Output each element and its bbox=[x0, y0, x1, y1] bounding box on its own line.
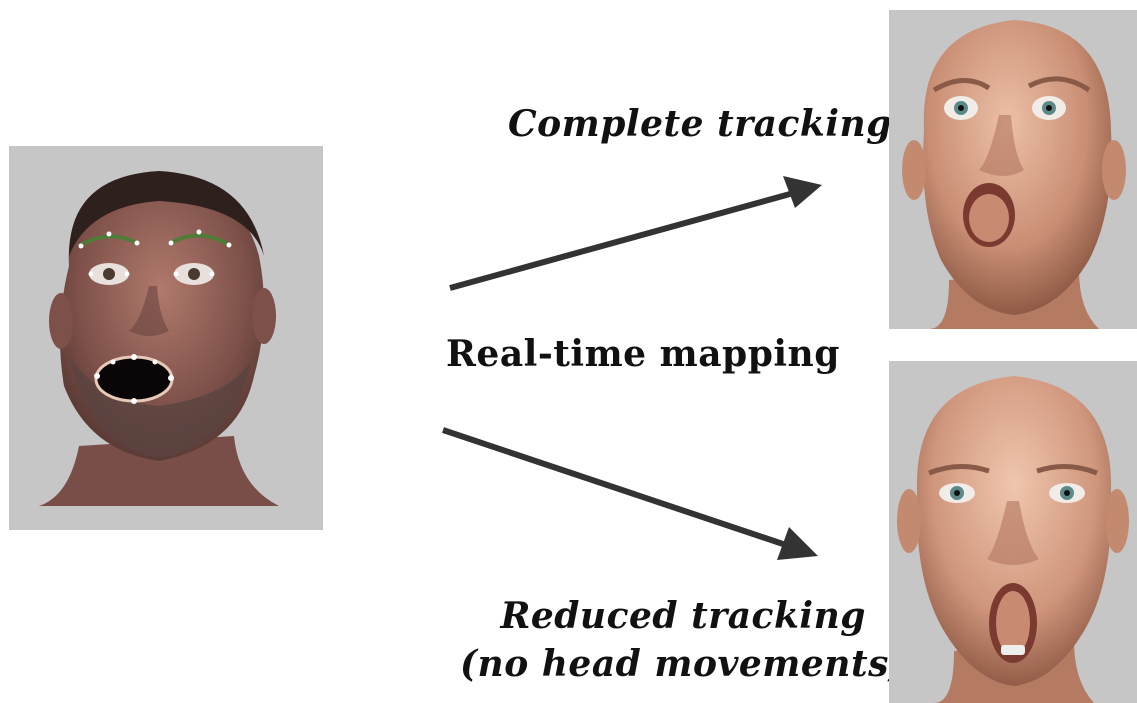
tracked-face-image bbox=[39, 171, 279, 506]
avatar-head-tilted bbox=[902, 20, 1126, 329]
reduced-tracking-line1: Reduced tracking bbox=[500, 595, 866, 637]
arrow-to-reduced bbox=[442, 427, 818, 560]
avatar-head-frontal bbox=[897, 376, 1129, 703]
complete-tracking-label: Complete tracking bbox=[508, 103, 892, 145]
reduced-tracking-line2: (no head movements) bbox=[460, 643, 907, 685]
avatar-reduced-tracking bbox=[889, 361, 1137, 703]
input-face-photo bbox=[9, 146, 323, 530]
real-time-mapping-label: Real-time mapping bbox=[446, 333, 840, 375]
reduced-tracking-label: Reduced tracking (no head movements) bbox=[460, 592, 906, 688]
arrow-to-complete bbox=[449, 176, 822, 291]
avatar-complete-tracking bbox=[889, 10, 1137, 329]
